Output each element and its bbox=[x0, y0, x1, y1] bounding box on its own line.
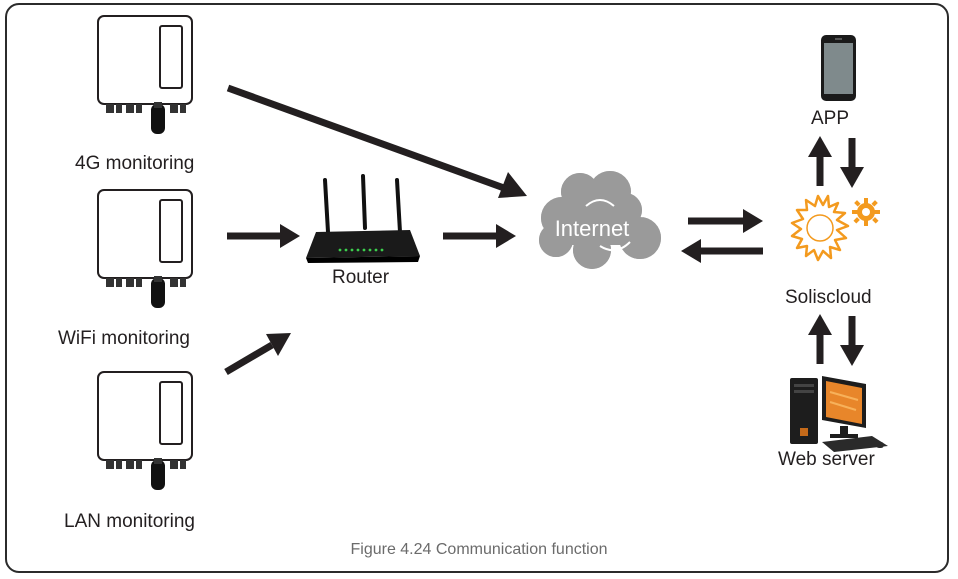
inverter-4g-icon bbox=[97, 15, 193, 135]
smartphone-icon bbox=[821, 35, 856, 101]
figure-caption: Figure 4.24 Communication function bbox=[350, 541, 608, 558]
arrow-cloud-to-app bbox=[808, 136, 832, 186]
arrow-cloud-to-internet bbox=[681, 239, 763, 263]
arrow-cloud-to-server bbox=[840, 316, 864, 366]
arrow-router-to-internet bbox=[443, 224, 516, 248]
arrow-4g-to-internet bbox=[226, 84, 527, 198]
app-label: APP bbox=[811, 108, 850, 129]
lan-monitoring-label: LAN monitoring bbox=[64, 511, 195, 532]
arrow-lan-to-router bbox=[224, 333, 291, 376]
internet-label: Internet bbox=[554, 216, 630, 241]
inverter-lan-icon bbox=[97, 371, 193, 491]
arrow-app-to-cloud bbox=[840, 138, 864, 188]
soliscloud-logo-icon bbox=[790, 194, 880, 262]
router-icon bbox=[306, 174, 420, 263]
wifi-monitoring-label: WiFi monitoring bbox=[58, 328, 190, 349]
computer-icon bbox=[790, 376, 888, 452]
internet-cloud-icon bbox=[537, 169, 663, 271]
soliscloud-label: Soliscloud bbox=[785, 287, 872, 308]
inverter-wifi-icon bbox=[97, 189, 193, 309]
4g-monitoring-label: 4G monitoring bbox=[75, 153, 195, 174]
router-label: Router bbox=[332, 267, 390, 288]
arrow-server-to-cloud bbox=[808, 314, 832, 364]
arrow-internet-to-cloud bbox=[688, 209, 763, 233]
arrow-wifi-to-router bbox=[227, 224, 300, 248]
web-server-label: Web server bbox=[778, 449, 875, 470]
diagram-frame bbox=[5, 3, 949, 573]
